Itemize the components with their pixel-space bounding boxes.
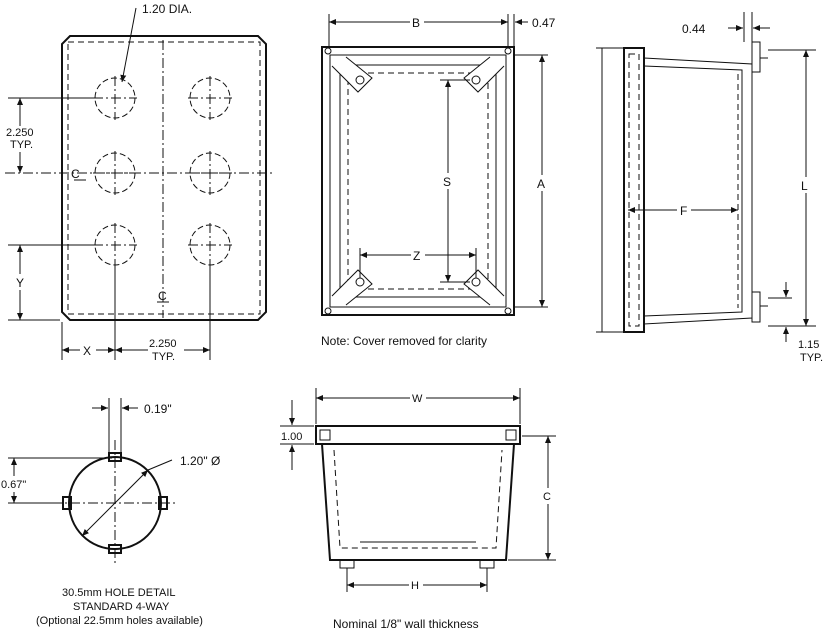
- side-body: [643, 57, 753, 325]
- section-flange: [315, 425, 521, 445]
- side-view: 0.44 F L 1.15 TYP.: [596, 12, 823, 364]
- spacing-h-label: 2.250: [149, 338, 177, 350]
- dim-line-diameter: [81, 469, 149, 537]
- dim-f-label: F: [680, 204, 687, 218]
- hole-detail: 1.20" Ø 0.19" 0.67" 30.5mm HOLE DETAIL S…: [0, 398, 220, 627]
- mounting-foot-bottom: [751, 291, 761, 323]
- cover-removed-note: Note: Cover removed for clarity: [321, 334, 487, 348]
- hole-detail-caption-2: STANDARD 4-WAY: [73, 601, 170, 613]
- front-panel-inner: [67, 41, 261, 315]
- dim-115-label: 1.15: [798, 339, 819, 351]
- wall-thickness-note: Nominal 1/8" wall thickness: [333, 617, 479, 631]
- hole: [93, 223, 137, 267]
- dim-a-label: A: [537, 177, 545, 191]
- section-foot: [339, 559, 355, 569]
- box-inner-dashed: [347, 72, 489, 290]
- section-body: [321, 443, 515, 561]
- hole-dia-label: 1.20 DIA.: [142, 2, 192, 16]
- centerline-h-label: C: [71, 167, 80, 181]
- box-flange: [329, 54, 507, 308]
- dim-h-label: H: [411, 580, 419, 592]
- hole: [188, 76, 232, 120]
- dim-100-label: 1.00: [281, 431, 302, 443]
- box-inner: [339, 64, 497, 298]
- hole-dia-leader: [120, 7, 137, 83]
- dim-120-label: 1.20" Ø: [180, 454, 220, 468]
- dim-c-label: C: [543, 491, 551, 503]
- hole-detail-caption-3: (Optional 22.5mm holes available): [36, 615, 203, 627]
- diameter-leader: [147, 459, 173, 471]
- spacing-h-typ-label: TYP.: [152, 351, 175, 363]
- section-foot: [479, 559, 495, 569]
- dim-115-typ-label: TYP.: [800, 352, 823, 364]
- section-view: W 1.00 C H Nominal 1/8" wall thickness: [280, 388, 556, 631]
- front-panel-outline: [61, 35, 267, 321]
- hole: [93, 76, 137, 120]
- dim-z-label: Z: [413, 249, 420, 263]
- dim-044-label: 0.44: [682, 22, 706, 36]
- side-cover-inner: [628, 53, 640, 327]
- dim-l-label: L: [801, 179, 808, 193]
- dim-047-label: 0.47: [532, 16, 556, 30]
- dim-019-label: 0.19": [144, 402, 172, 416]
- dim-w-label: W: [412, 393, 423, 405]
- centerline-v-label: C: [158, 289, 167, 303]
- box-outer: [321, 46, 515, 316]
- spacing-v-typ-label: TYP.: [10, 139, 33, 151]
- mounting-foot-top: [751, 41, 761, 73]
- dim-b-label: B: [412, 16, 420, 30]
- corner-boss-tl: [324, 47, 373, 93]
- dim-067-label: 0.67": [1, 479, 26, 491]
- hole: [188, 223, 232, 267]
- dim-y-label: Y: [16, 276, 24, 290]
- corner-boss-tr: [463, 47, 512, 93]
- front-view: 1.20 DIA. 2.250 TYP. C C Y X 2.250 TYP.: [4, 2, 275, 366]
- side-body-inner: [643, 65, 743, 317]
- dim-x-label: X: [83, 344, 91, 358]
- box-top-view: B 0.47 A S Z Note: Cover removed for cla…: [321, 14, 556, 348]
- hole-pattern: [93, 76, 232, 267]
- spacing-v-label: 2.250: [6, 127, 34, 139]
- dim-s-label: S: [443, 175, 451, 189]
- flange-detail: [505, 429, 517, 441]
- corner-boss-bl: [324, 269, 373, 315]
- section-body-inner: [333, 449, 503, 549]
- hole-detail-caption-1: 30.5mm HOLE DETAIL: [62, 587, 176, 599]
- flange-detail: [319, 429, 331, 441]
- side-cover: [623, 47, 645, 333]
